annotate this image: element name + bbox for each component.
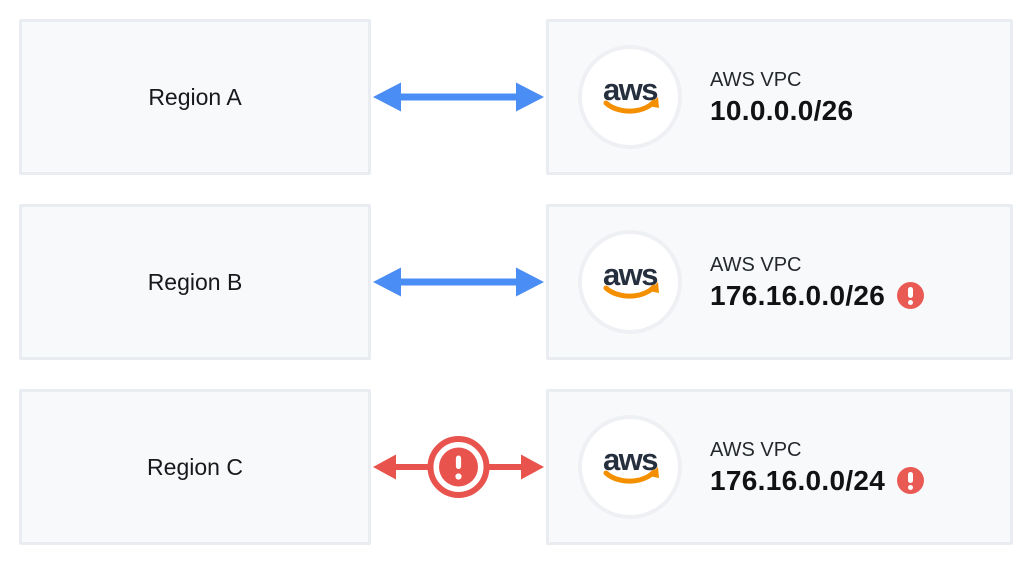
vpc-a-cidr: 10.0.0.0/26	[710, 94, 854, 126]
svg-text:aws: aws	[603, 261, 657, 292]
diagram-row-region-a: Region A aws AWS VPC 10.0.0.0/26	[19, 19, 1013, 175]
vpc-a-cidr-row: 10.0.0.0/26	[710, 95, 853, 127]
double-arrow-icon	[373, 82, 544, 112]
svg-text:aws: aws	[603, 446, 657, 477]
exclamation-dot	[908, 299, 914, 305]
vpc-b-node: aws AWS VPC 176.16.0.0/26	[546, 204, 1013, 360]
region-b-label: Region B	[147, 268, 243, 295]
exclamation-bar	[908, 286, 914, 298]
connection-c	[371, 389, 546, 545]
diagram-row-region-c: Region C aws AWS VPC	[19, 389, 1013, 545]
double-arrow-icon	[373, 267, 544, 297]
vpc-b-cidr: 176.16.0.0/26	[710, 279, 886, 311]
aws-logo-icon: aws	[603, 261, 659, 299]
vpc-c-node: aws AWS VPC 176.16.0.0/24	[546, 389, 1013, 545]
vpc-c-cidr: 176.16.0.0/24	[710, 464, 886, 496]
cidr-warning-icon	[897, 467, 925, 494]
aws-logo-circle: aws	[578, 415, 682, 519]
exclamation-bar	[908, 471, 914, 483]
double-arrow-warning-icon	[373, 436, 544, 498]
vpc-b-cidr-row: 176.16.0.0/26	[710, 279, 925, 312]
vpc-c-cidr-row: 176.16.0.0/24	[710, 464, 925, 497]
region-a-node: Region A	[19, 19, 371, 175]
region-c-label: Region C	[147, 453, 243, 480]
connection-a	[371, 19, 546, 175]
vpc-b-text: AWS VPC 176.16.0.0/26	[710, 253, 925, 312]
vpc-a-node: aws AWS VPC 10.0.0.0/26	[546, 19, 1013, 175]
aws-logo-circle: aws	[578, 45, 682, 149]
aws-logo-icon: aws	[603, 76, 659, 114]
connection-b	[371, 204, 546, 360]
cidr-warning-icon	[897, 282, 925, 309]
region-a-label: Region A	[148, 83, 242, 110]
exclamation-dot	[908, 484, 914, 490]
diagram-row-region-b: Region B aws AWS VPC 176.16.0.0/26	[19, 204, 1013, 360]
vpc-a-title: AWS VPC	[710, 68, 802, 91]
vpc-b-title: AWS VPC	[710, 253, 802, 276]
region-c-node: Region C	[19, 389, 371, 545]
aws-logo-circle: aws	[578, 230, 682, 334]
aws-logo-icon: aws	[603, 446, 659, 484]
vpc-a-text: AWS VPC 10.0.0.0/26	[710, 68, 853, 127]
vpc-c-title: AWS VPC	[710, 438, 802, 461]
svg-text:aws: aws	[603, 76, 657, 107]
region-b-node: Region B	[19, 204, 371, 360]
vpc-c-text: AWS VPC 176.16.0.0/24	[710, 438, 925, 497]
